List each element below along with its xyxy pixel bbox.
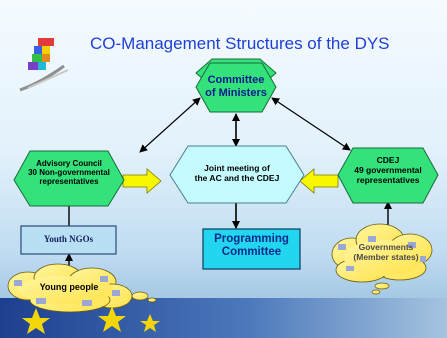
governments-label: Governments (Member states) (353, 242, 419, 262)
cdej-label: CDEJ 49 governmental representatives (354, 155, 422, 185)
young-people-cloud (7, 263, 157, 313)
arrow-committee-cdej (271, 97, 351, 151)
committee-of-ministers-label: Committee of Ministers (205, 74, 267, 99)
block-arrow-cdej-to-joint (299, 168, 339, 194)
programming-committee-label: Programming Committee (214, 233, 289, 259)
advisory-council-label: Advisory Council 30 Non-governmental rep… (28, 159, 110, 187)
joint-meeting-node (169, 145, 305, 204)
arrow-advisory-committee (139, 97, 201, 153)
governments-cloud (331, 223, 433, 295)
block-arrow-advisory-to-joint (122, 168, 162, 194)
eu-stars (22, 306, 160, 334)
young-people-label: Young people (39, 282, 99, 292)
slide-title: CO-Management Structures of the DYS (90, 34, 390, 53)
youth-ngos-label: Youth NGOs (43, 234, 94, 244)
programming-committee-box (202, 228, 301, 270)
committee-hexagon (195, 62, 277, 113)
youth-ngos-box (20, 225, 117, 255)
dys-logo (19, 38, 69, 92)
cdej-node (337, 147, 439, 204)
advisory-council-node (13, 150, 125, 207)
joint-meeting-label: Joint meeting of the AC and the CDEJ (194, 163, 280, 183)
